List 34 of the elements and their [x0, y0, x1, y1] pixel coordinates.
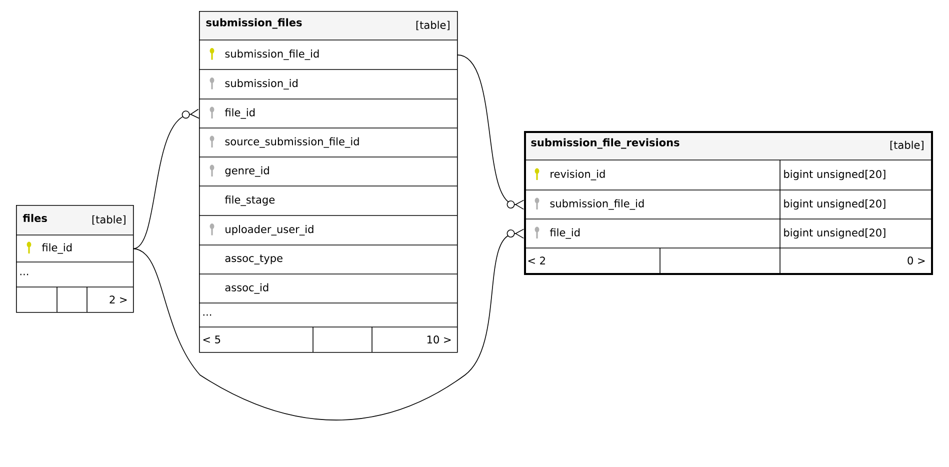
- node-label: uploader_user_id: [226, 225, 314, 236]
- node-label: file_id: [550, 228, 580, 239]
- node-label: bigint unsigned[20]: [784, 170, 886, 180]
- table-footer: 2 >: [16, 286, 134, 312]
- table-row: file_id: [16, 234, 134, 254]
- node-label: submission_id: [225, 79, 298, 90]
- ellipsis-row: ...: [198, 302, 458, 316]
- table-row: submission_id: [198, 69, 458, 90]
- node-label: submission_file_id: [225, 50, 319, 60]
- node-label: source_submission_file_id: [225, 137, 359, 148]
- node-label: bigint unsigned[20]: [784, 199, 886, 210]
- table-row: file_id bigint unsigned[20]: [524, 218, 932, 248]
- table-footer: < 5 10 >: [198, 326, 458, 352]
- ellipsis-row: ...: [16, 262, 134, 276]
- table-row: uploader_user_id: [198, 215, 458, 236]
- node-label: file_id: [224, 108, 255, 119]
- table-row: submission_file_id: [198, 40, 458, 60]
- node-label: submission_file_id: [550, 199, 644, 210]
- table-row: genre_id: [198, 156, 458, 177]
- table-row: source_submission_file_id: [198, 128, 458, 148]
- node-label: bigint unsigned[20]: [784, 228, 886, 239]
- table-footer: < 2 0 >: [524, 248, 932, 274]
- table-row: assoc_type: [198, 244, 458, 264]
- node-label: revision_id: [550, 170, 605, 180]
- table-row: revision_id bigint unsigned[20]: [524, 160, 932, 190]
- relationship-line: [133, 228, 524, 420]
- relationship-line: [457, 54, 524, 210]
- node-label: genre_id: [225, 166, 269, 177]
- table-row: file_stage: [198, 186, 458, 206]
- table-row: submission_file_id bigint unsigned[20]: [524, 190, 932, 220]
- node-label: file_id: [42, 243, 72, 254]
- relationship-line: [133, 108, 200, 250]
- table-row: file_id: [198, 98, 458, 119]
- table-row: assoc_id: [198, 274, 458, 294]
